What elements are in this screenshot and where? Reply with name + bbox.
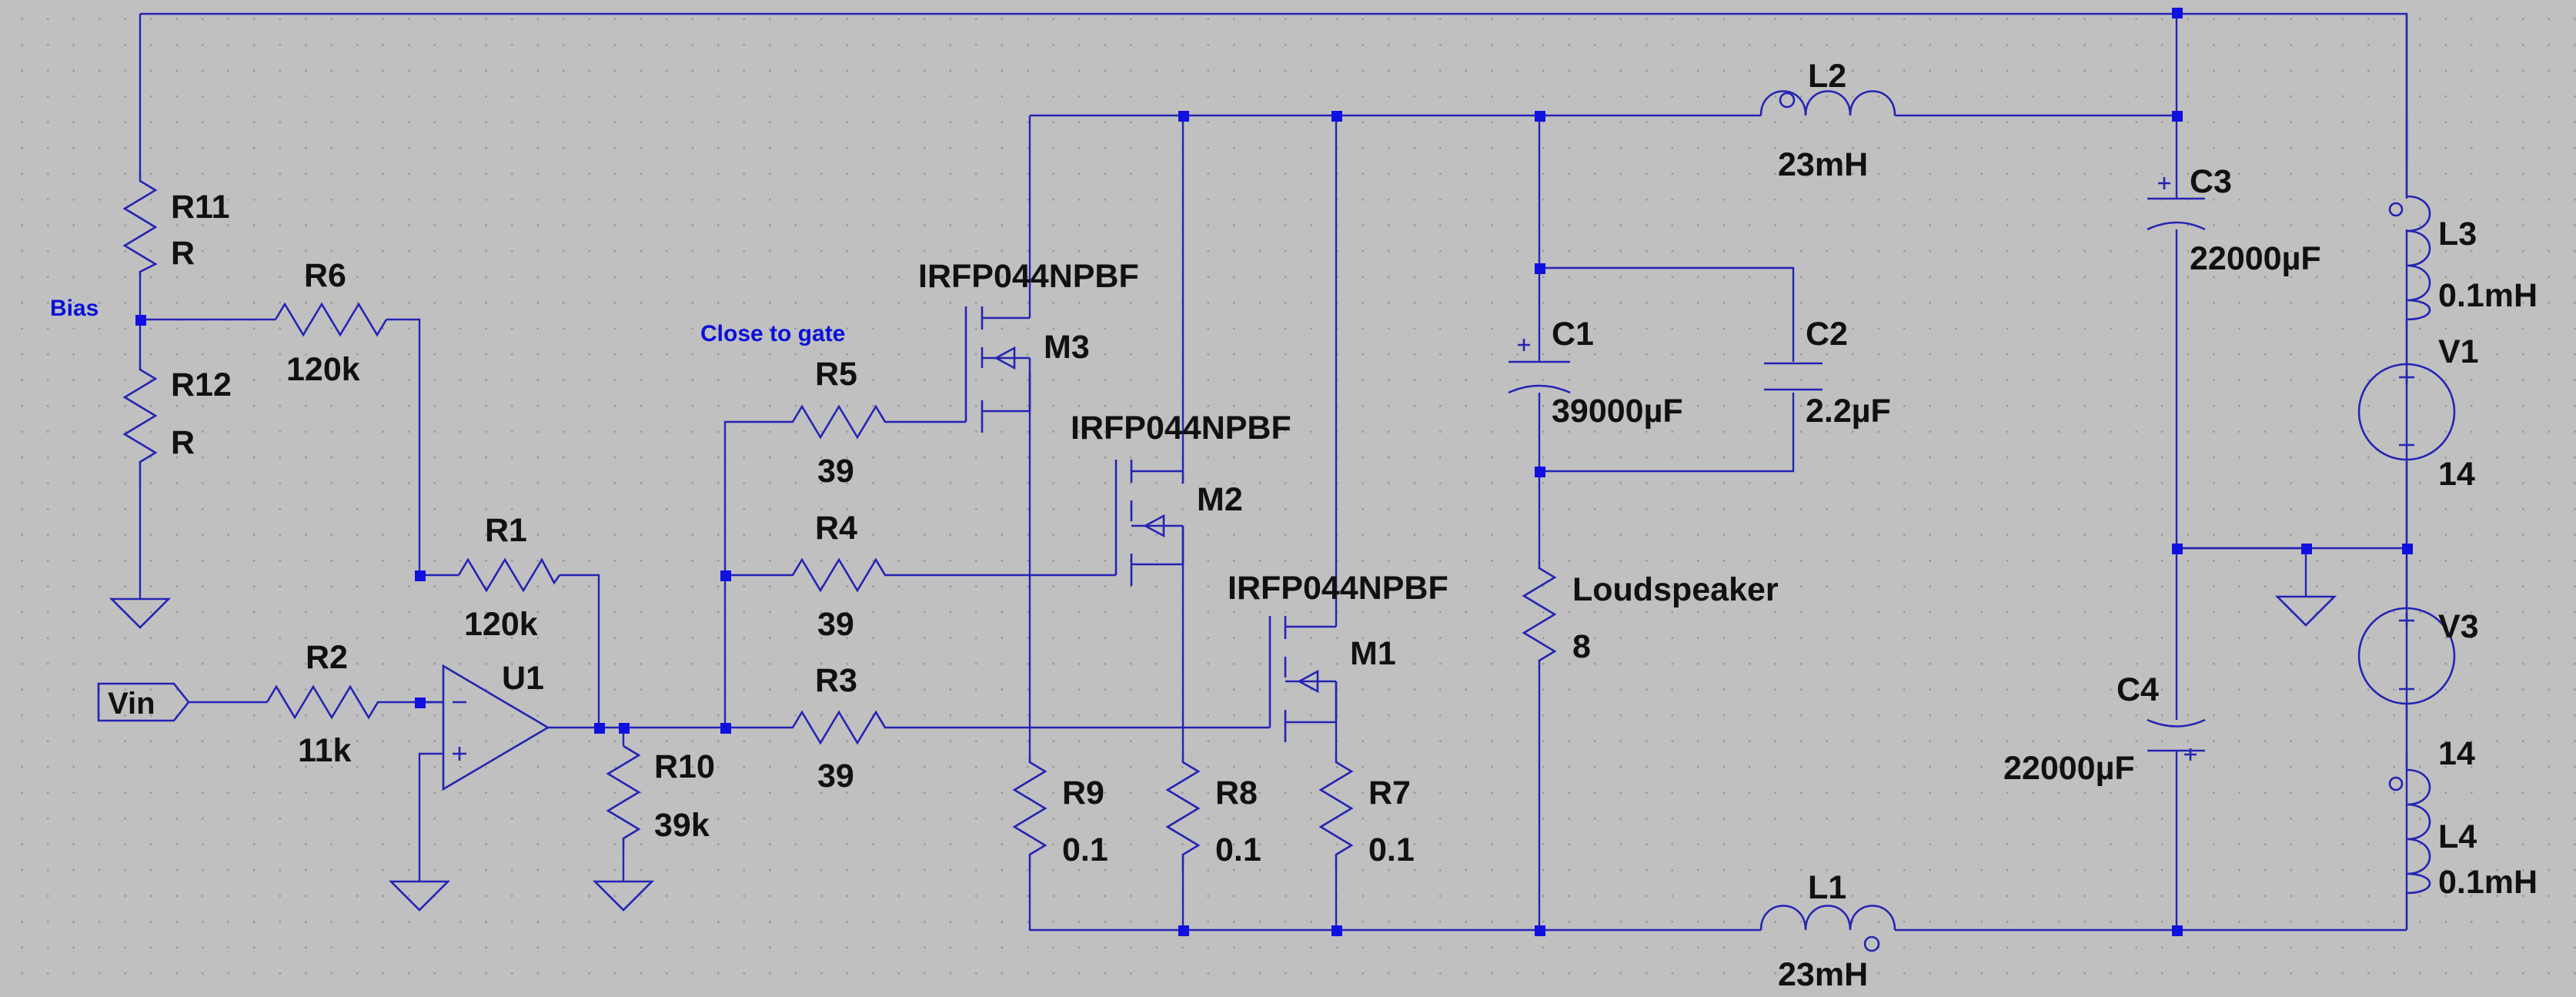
vin-port[interactable]: Vin — [97, 682, 190, 722]
v1-name: V1 — [2438, 333, 2479, 370]
m3-name: M3 — [1044, 329, 1090, 366]
wires — [139, 12, 2408, 932]
r9-value: 0.1 — [1062, 831, 1108, 868]
m1-name: M1 — [1350, 635, 1396, 672]
c4-value: 22000µF — [2003, 750, 2135, 787]
resistor-r4[interactable] — [779, 557, 894, 593]
r8-name: R8 — [1215, 775, 1258, 811]
r1-name: R1 — [485, 512, 527, 549]
l4-value: 0.1mH — [2438, 864, 2538, 901]
c2-name: C2 — [1806, 316, 1848, 353]
r11-value: R — [171, 235, 195, 272]
loudspeaker-value: 8 — [1572, 628, 1591, 665]
r1-value: 120k — [464, 606, 538, 643]
supply-column — [2357, 195, 2456, 930]
m2-name: M2 — [1197, 481, 1243, 518]
ground-bias — [109, 597, 172, 629]
r12-value: R — [171, 424, 195, 461]
r5-name: R5 — [815, 356, 857, 393]
capacitor-c4[interactable] — [2147, 718, 2206, 761]
capacitor-c2[interactable] — [1764, 362, 1823, 391]
inductor-l1[interactable] — [1759, 905, 1896, 952]
v3-name: V3 — [2438, 608, 2479, 645]
r3-value: 39 — [817, 758, 854, 795]
l2-value: 23mH — [1778, 146, 1868, 183]
u1-name: U1 — [502, 660, 544, 697]
r5-value: 39 — [817, 453, 854, 490]
r10-value: 39k — [654, 807, 710, 844]
m1-value: IRFP044NPBF — [1228, 570, 1448, 607]
inductor-l2[interactable] — [1759, 90, 1896, 116]
l3-value: 0.1mH — [2438, 277, 2538, 314]
capacitor-c3[interactable] — [2147, 177, 2206, 231]
loudspeaker-name: Loudspeaker — [1572, 571, 1779, 608]
r3-name: R3 — [815, 662, 857, 699]
c4-name: C4 — [2117, 671, 2159, 708]
r2-value: 11k — [298, 732, 351, 769]
v1-value: 14 — [2438, 456, 2475, 493]
mosfet-m3[interactable] — [964, 306, 1031, 433]
r8-value: 0.1 — [1215, 831, 1261, 868]
r12-name: R12 — [171, 366, 232, 403]
r4-name: R4 — [815, 510, 857, 547]
r9-name: R9 — [1062, 775, 1104, 811]
resistor-r2[interactable] — [266, 684, 387, 720]
v3-value: 14 — [2438, 735, 2475, 772]
net-label-bias: Bias — [50, 296, 99, 321]
c1-value: 39000µF — [1552, 393, 1683, 430]
inductor-l4[interactable] — [2406, 768, 2431, 895]
annotation-close-to-gate: Close to gate — [700, 321, 845, 346]
r6-name: R6 — [304, 257, 346, 294]
resistor-r1[interactable] — [457, 557, 561, 593]
r11-name: R11 — [171, 189, 230, 226]
loudspeaker-resistor[interactable] — [1522, 560, 1557, 668]
resistor-r12[interactable] — [122, 362, 158, 487]
c3-name: C3 — [2190, 163, 2232, 200]
c1-name: C1 — [1552, 316, 1594, 353]
junctions — [135, 8, 2413, 936]
l1-value: 23mH — [1778, 956, 1868, 993]
l1-name: L1 — [1808, 869, 1846, 906]
c2-value: 2.2µF — [1806, 393, 1891, 430]
l2-name: L2 — [1808, 58, 1846, 95]
component-labels: R11 R R12 R R6 120k R1 120k R2 11k U1 R1… — [171, 58, 2538, 993]
inductor-l3[interactable] — [2406, 195, 2431, 321]
c3-value: 22000µF — [2190, 240, 2321, 277]
resistor-r8[interactable] — [1165, 754, 1201, 868]
resistor-r6[interactable] — [274, 302, 388, 337]
ground-supply — [2274, 595, 2337, 627]
l3-name: L3 — [2438, 216, 2477, 253]
resistor-r11[interactable] — [122, 173, 158, 278]
ground-opamp — [388, 880, 451, 912]
resistor-r7[interactable] — [1318, 754, 1354, 868]
r10-name: R10 — [654, 748, 715, 785]
vin-label: Vin — [108, 687, 155, 721]
r2-name: R2 — [306, 639, 348, 676]
ground-r10 — [592, 880, 655, 912]
r7-name: R7 — [1368, 775, 1411, 811]
resistor-r3[interactable] — [779, 710, 894, 745]
r7-value: 0.1 — [1368, 831, 1415, 868]
mosfet-m1[interactable] — [1268, 616, 1338, 742]
capacitor-c1[interactable] — [1508, 323, 1571, 394]
resistor-r9[interactable] — [1012, 754, 1047, 868]
resistor-r10[interactable] — [606, 744, 641, 851]
m2-value: IRFP044NPBF — [1071, 410, 1291, 447]
mosfet-m2[interactable] — [1114, 460, 1184, 586]
r6-value: 120k — [286, 351, 360, 388]
m3-value: IRFP044NPBF — [918, 258, 1139, 295]
resistor-r5[interactable] — [779, 404, 894, 440]
l4-name: L4 — [2438, 818, 2477, 855]
r4-value: 39 — [817, 606, 854, 643]
